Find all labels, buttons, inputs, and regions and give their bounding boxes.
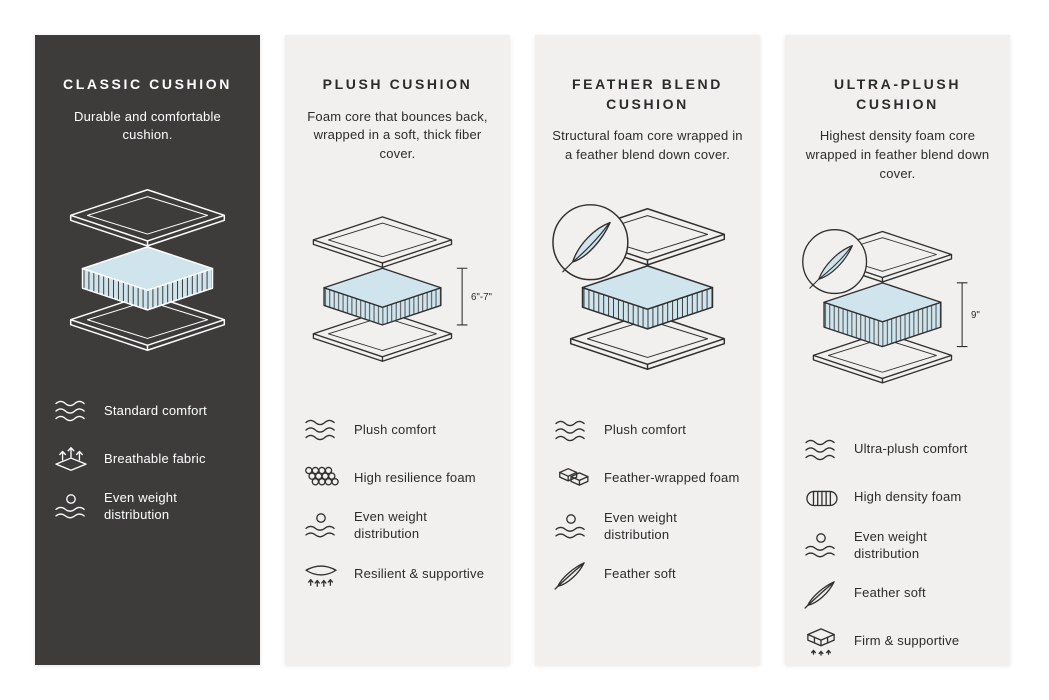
foam-core-layer bbox=[823, 282, 942, 348]
column-classic-cushion: CLASSIC CUSHION Durable and comfortable … bbox=[35, 35, 260, 665]
feature-label: Even weight distribution bbox=[854, 528, 928, 561]
column-description: Foam core that bounces back, wrapped in … bbox=[307, 108, 488, 162]
foam-bubbles-icon bbox=[301, 463, 341, 493]
feature-item: Feather soft bbox=[801, 576, 994, 612]
cushion-layers-graphic: 9" bbox=[802, 229, 980, 384]
feature-label: Ultra-plush comfort bbox=[854, 441, 968, 457]
spring-support-icon bbox=[301, 559, 341, 589]
cushion-diagram bbox=[51, 167, 244, 373]
measurement-label: 6"-7" bbox=[471, 292, 492, 303]
column-ultra-plush-cushion: ULTRA-PLUSH CUSHION Highest density foam… bbox=[785, 35, 1010, 665]
feature-item: Plush comfort bbox=[551, 413, 744, 449]
waves-icon bbox=[301, 415, 341, 445]
weight-distribution-icon bbox=[801, 531, 841, 561]
cushion-diagram: 6"-7" bbox=[301, 186, 494, 392]
foam-core-layer bbox=[323, 267, 442, 326]
feature-label: High resilience foam bbox=[354, 469, 476, 485]
waves-icon bbox=[801, 435, 841, 465]
measurement-bracket: 6"-7" bbox=[456, 267, 492, 326]
feature-item: Firm & supportive bbox=[801, 624, 994, 660]
column-description: Highest density foam core wrapped in fea… bbox=[805, 128, 990, 181]
feature-item: Even weight distribution bbox=[301, 508, 494, 544]
feature-item: High density foam bbox=[801, 480, 994, 516]
column-plush-cushion: PLUSH CUSHION Foam core that bounces bac… bbox=[285, 35, 510, 665]
feather-icon bbox=[801, 579, 841, 609]
feature-label: Even weight distribution bbox=[354, 509, 428, 542]
feather-icon bbox=[551, 560, 591, 590]
bottom-cover-layer bbox=[69, 293, 226, 351]
feature-item: Feather-wrapped foam bbox=[551, 461, 744, 497]
feature-item: Even weight distribution bbox=[51, 489, 244, 525]
weight-distribution-icon bbox=[301, 511, 341, 541]
feature-label: Plush comfort bbox=[604, 422, 687, 438]
top-cover-layer bbox=[312, 215, 453, 268]
feature-item: Ultra-plush comfort bbox=[801, 432, 994, 468]
bottom-cover-layer bbox=[569, 312, 726, 371]
cushion-layers-graphic: 6"-7" bbox=[312, 215, 492, 362]
feather-foam-icon bbox=[551, 464, 591, 494]
firm-support-icon bbox=[801, 627, 841, 657]
foam-core-layer bbox=[581, 265, 714, 331]
column-description: Durable and comfortable cushion. bbox=[74, 108, 221, 143]
cushion-diagram bbox=[551, 187, 744, 393]
feature-list: Ultra-plush comfort High density foam Ev… bbox=[801, 432, 994, 660]
feature-label: Resilient & supportive bbox=[354, 565, 485, 581]
feature-label: Feather soft bbox=[604, 566, 676, 582]
column-feather-blend-cushion: FEATHER BLEND CUSHION Structural foam co… bbox=[535, 35, 760, 665]
feature-list: Standard comfort Breathable fabric Even … bbox=[51, 393, 244, 525]
waves-icon bbox=[551, 416, 591, 446]
column-title: ULTRA-PLUSH CUSHION bbox=[833, 76, 962, 112]
feature-label: Even weight distribution bbox=[104, 490, 178, 523]
measurement-label: 9" bbox=[971, 310, 980, 321]
column-description: Structural foam core wrapped in a feathe… bbox=[552, 128, 743, 163]
foam-core-layer bbox=[81, 245, 214, 311]
feature-item: Resilient & supportive bbox=[301, 556, 494, 592]
feature-label: High density foam bbox=[854, 489, 962, 505]
feature-list: Plush comfort High resilience foam Even … bbox=[301, 412, 494, 592]
feature-item: Plush comfort bbox=[301, 412, 494, 448]
bottom-cover-layer bbox=[812, 331, 953, 384]
feature-list: Plush comfort Feather-wrapped foam Even … bbox=[551, 413, 744, 593]
feature-label: Feather-wrapped foam bbox=[604, 470, 740, 486]
density-foam-icon bbox=[801, 483, 841, 513]
breathable-icon bbox=[51, 444, 91, 474]
cushion-layers-graphic bbox=[69, 188, 226, 351]
feature-label: Even weight distribution bbox=[604, 509, 678, 542]
weight-distribution-icon bbox=[51, 492, 91, 522]
feature-item: Even weight distribution bbox=[551, 509, 744, 545]
weight-distribution-icon bbox=[551, 512, 591, 542]
feature-item: High resilience foam bbox=[301, 460, 494, 496]
feature-item: Breathable fabric bbox=[51, 441, 244, 477]
feature-item: Even weight distribution bbox=[801, 528, 994, 564]
column-title: FEATHER BLEND CUSHION bbox=[572, 76, 723, 112]
feature-label: Breathable fabric bbox=[104, 450, 206, 466]
feature-label: Feather soft bbox=[854, 585, 926, 601]
feature-item: Standard comfort bbox=[51, 393, 244, 429]
column-title: PLUSH CUSHION bbox=[322, 76, 473, 92]
feather-badge bbox=[552, 204, 629, 281]
cushion-diagram: 9" bbox=[801, 206, 994, 412]
bottom-cover-layer bbox=[312, 309, 453, 362]
measurement-bracket: 9" bbox=[956, 282, 980, 348]
feature-label: Standard comfort bbox=[104, 402, 207, 418]
feature-item: Feather soft bbox=[551, 557, 744, 593]
cushion-layers-graphic bbox=[552, 204, 726, 371]
waves-icon bbox=[51, 396, 91, 426]
feature-label: Firm & supportive bbox=[854, 633, 960, 649]
column-title: CLASSIC CUSHION bbox=[63, 76, 232, 92]
feather-badge bbox=[802, 229, 868, 295]
top-cover-layer bbox=[69, 188, 226, 247]
feature-label: Plush comfort bbox=[354, 421, 437, 437]
